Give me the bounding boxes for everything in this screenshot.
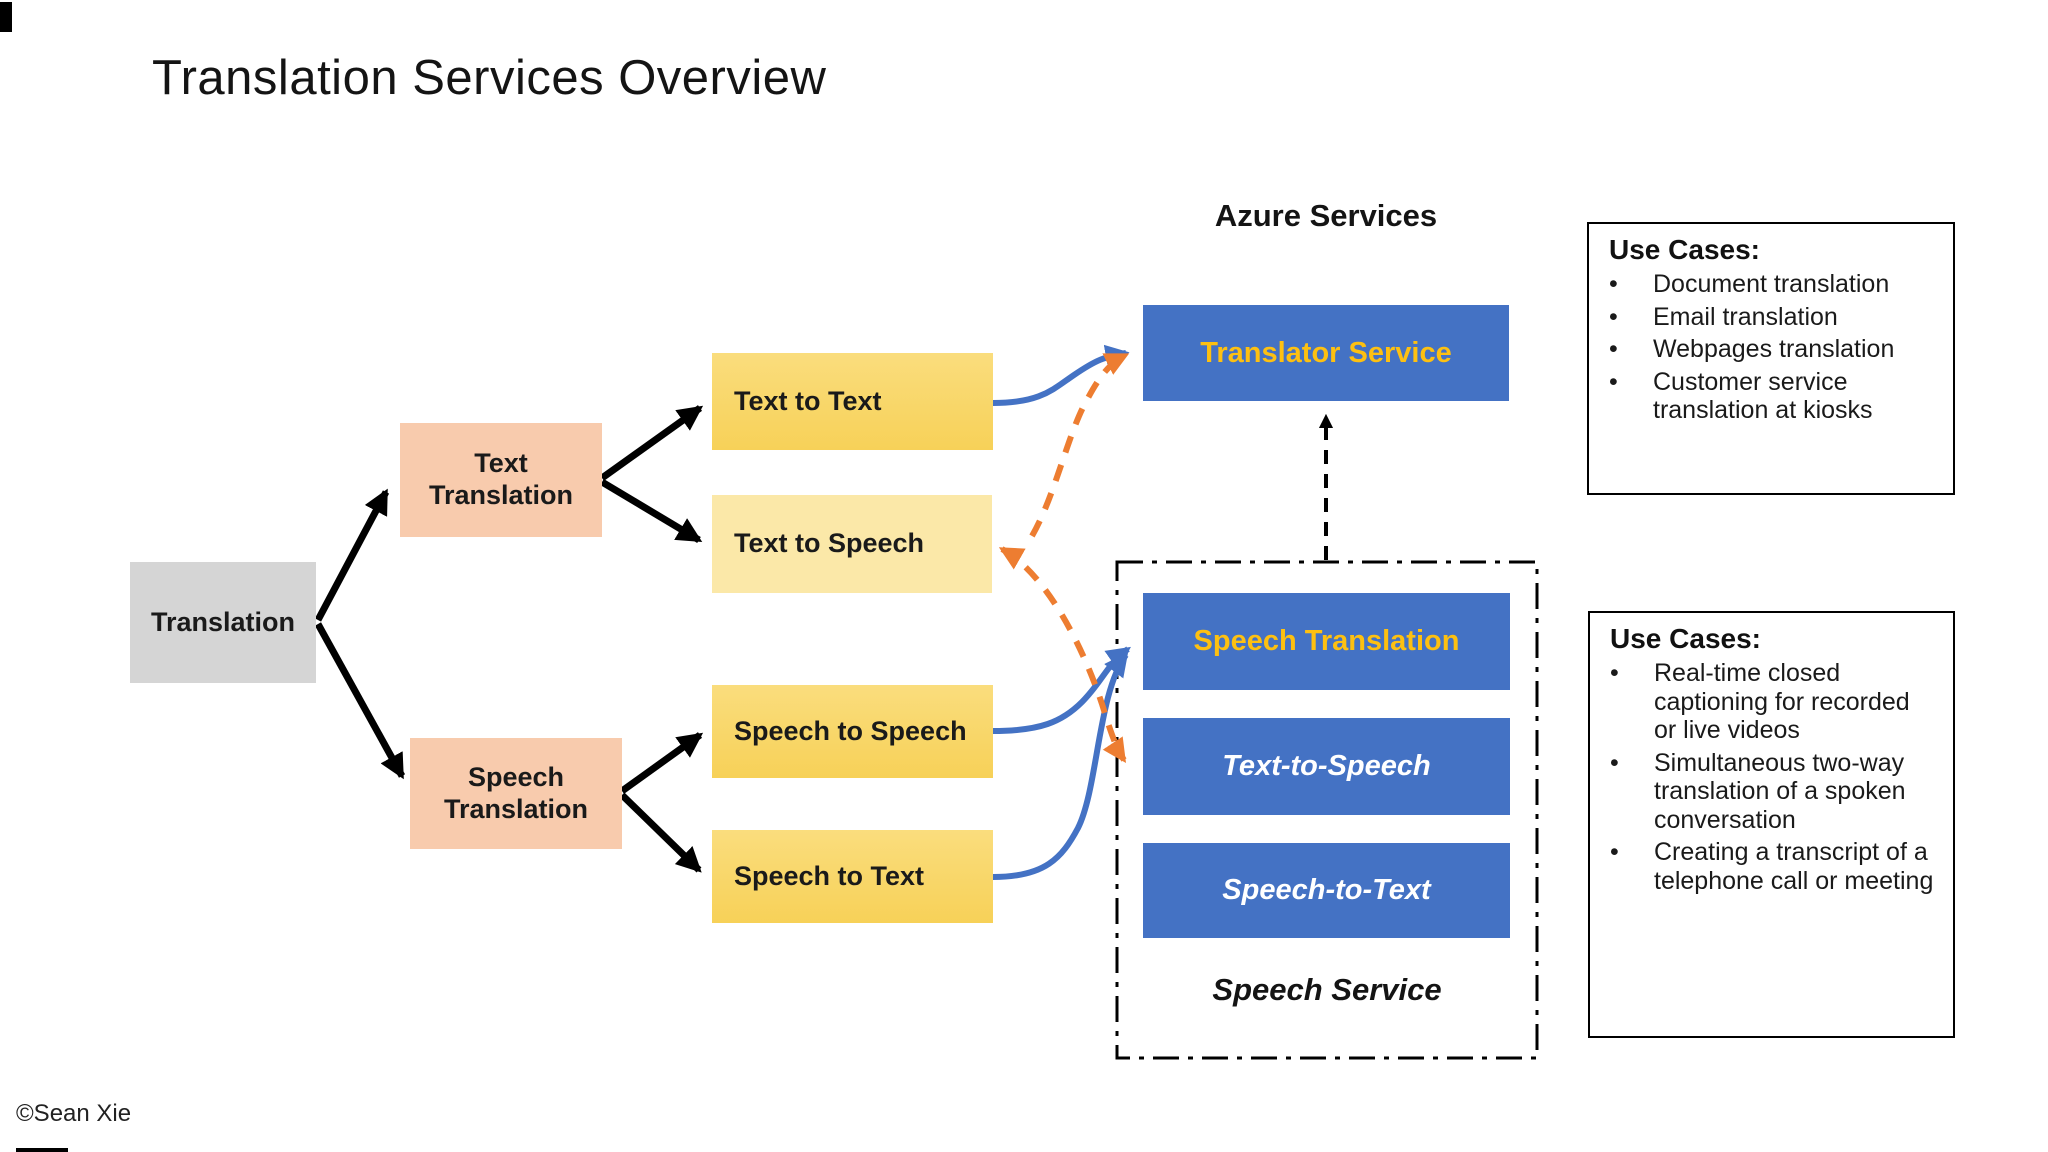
arrow-translation-to-speech-translation xyxy=(314,622,406,780)
use-cases-translator-list: •Document translation •Email translation… xyxy=(1609,270,1937,425)
node-text-translation: Text Translation xyxy=(400,423,602,537)
bullet-icon: • xyxy=(1610,838,1619,866)
service-text-to-speech: Text-to-Speech xyxy=(1143,718,1510,815)
bullet-icon: • xyxy=(1609,302,1618,331)
node-speech-to-text: Speech to Text xyxy=(712,830,993,923)
arrow-text-translation-to-text-to-speech xyxy=(600,478,703,544)
arrow-text-to-speech-to-translator-service xyxy=(1029,352,1130,538)
service-speech-to-text-label: Speech-to-Text xyxy=(1222,874,1431,907)
use-cases-translator-box: Use Cases: •Document translation •Email … xyxy=(1587,222,1955,495)
service-speech-translation: Speech Translation xyxy=(1143,593,1510,690)
list-item: •Webpages translation xyxy=(1609,335,1895,363)
service-speech-to-text: Speech-to-Text xyxy=(1143,843,1510,938)
node-speech-translation: Speech Translation xyxy=(410,738,622,849)
use-cases-speech-box: Use Cases: •Real-time closed captioning … xyxy=(1588,611,1955,1038)
azure-services-heading: Azure Services xyxy=(1214,198,1438,233)
node-translation: Translation xyxy=(130,562,316,683)
arrow-text-translation-to-text-to-text xyxy=(599,405,704,481)
bullet-icon: • xyxy=(1609,335,1618,363)
list-item: •Simultaneous two-way translation of a s… xyxy=(1610,748,1906,834)
page-title: Translation Services Overview xyxy=(152,51,827,105)
arrow-text-to-text-to-translator-service xyxy=(992,344,1130,406)
node-text-to-text: Text to Text xyxy=(712,353,993,450)
use-cases-speech-title: Use Cases: xyxy=(1610,623,1761,654)
service-translator-label: Translator Service xyxy=(1200,336,1452,369)
use-cases-translator-title: Use Cases: xyxy=(1609,234,1760,265)
arrow-translation-to-text-translation xyxy=(314,488,390,622)
service-text-to-speech-label: Text-to-Speech xyxy=(1222,750,1431,783)
speech-service-container-border xyxy=(1115,560,1539,1060)
node-text-to-speech: Text to Speech xyxy=(712,495,992,593)
node-speech-to-speech: Speech to Speech xyxy=(712,685,993,778)
node-speech-to-text-label: Speech to Text xyxy=(734,860,925,891)
use-cases-speech-list: •Real-time closed captioning for recorde… xyxy=(1610,659,1937,895)
bullet-icon: • xyxy=(1610,659,1619,687)
screen-artifact-top-left xyxy=(0,2,12,32)
node-text-translation-label: Text Translation xyxy=(428,448,574,510)
bullet-icon: • xyxy=(1609,367,1618,396)
node-translation-label: Translation xyxy=(150,606,296,637)
bullet-icon: • xyxy=(1610,748,1619,777)
service-speech-translation-label: Speech Translation xyxy=(1193,625,1460,658)
arrow-speech-translation-to-speech-to-text xyxy=(619,792,702,873)
list-item: •Customer service translation at kiosks xyxy=(1609,367,1873,425)
list-item: •Creating a transcript of a telephone ca… xyxy=(1610,838,1934,895)
bullet-icon: • xyxy=(1609,270,1618,298)
speech-service-group-label: Speech Service xyxy=(1212,972,1442,1007)
service-translator: Translator Service xyxy=(1143,305,1509,401)
node-text-to-speech-label: Text to Speech xyxy=(734,528,925,559)
node-speech-to-speech-label: Speech to Speech xyxy=(734,715,967,746)
node-speech-translation-label: Speech Translation xyxy=(443,761,589,824)
list-item: •Email translation xyxy=(1609,302,1838,331)
node-text-to-text-label: Text to Text xyxy=(734,385,882,416)
arrow-speech-to-text-to-speech-translation xyxy=(992,652,1129,880)
list-item: •Document translation xyxy=(1609,270,1890,298)
arrow-text-to-speech-to-tts-service xyxy=(998,546,1127,763)
screen-artifact-bottom-left xyxy=(16,1148,68,1152)
list-item: •Real-time closed captioning for recorde… xyxy=(1610,659,1910,744)
copyright-text: ©Sean Xie xyxy=(16,1100,132,1127)
arrow-speech-translation-to-speech-to-speech xyxy=(619,732,704,794)
